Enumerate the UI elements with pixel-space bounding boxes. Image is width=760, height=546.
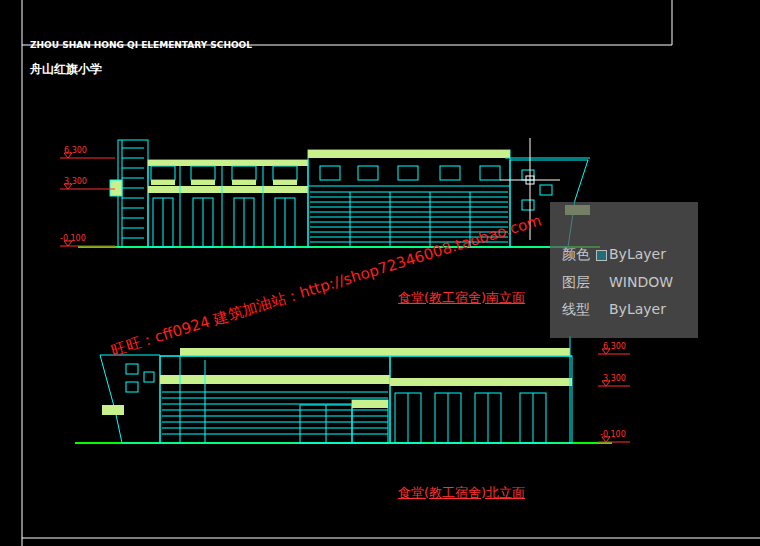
level-mark: 3.300 <box>64 177 87 187</box>
elevation-title: 食堂(教工宿舍)南立面 <box>398 290 525 306</box>
level-mark: 3.300 <box>603 374 626 384</box>
property-panel <box>550 202 698 338</box>
property-name: 图层 <box>562 274 590 292</box>
level-mark: -0.100 <box>60 234 86 244</box>
watermark: 旺旺：cff0924 建筑加油站：http://shop72346008.tao… <box>109 211 543 359</box>
property-tooltip: 颜色 ByLayer 图层 WINDOW 线型 ByLayer <box>550 202 698 338</box>
drawing-title: ZHOU SHAN HONG QI ELEMENTARY SCHOOL <box>30 40 252 50</box>
color-swatch <box>596 250 607 261</box>
level-mark: 6.300 <box>603 342 626 352</box>
elevation-title: 食堂(教工宿舍)北立面 <box>398 485 525 501</box>
school-name: 舟山红旗小学 <box>30 62 102 76</box>
property-value: ByLayer <box>609 246 666 262</box>
level-mark: -0.100 <box>600 430 626 440</box>
north-elevation <box>75 336 630 443</box>
level-mark: 6.300 <box>64 146 87 156</box>
drawing-frame <box>22 0 760 546</box>
property-value: WINDOW <box>609 274 673 290</box>
property-name: 颜色 <box>562 246 590 264</box>
property-name: 线型 <box>562 301 590 319</box>
property-value: ByLayer <box>609 301 666 317</box>
